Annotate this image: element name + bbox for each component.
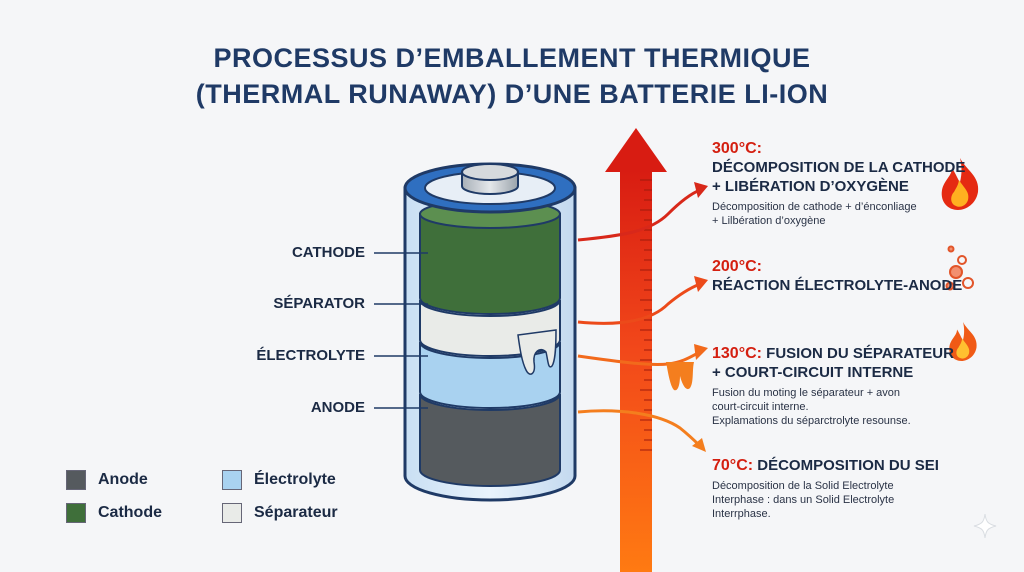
stage-desc-line: Décomposition de cathode + d’énconliage — [712, 201, 917, 213]
electrolyte-label: ÉLECTROLYTE — [256, 347, 365, 364]
arrow-300c — [577, 188, 701, 242]
arrow-200c — [577, 282, 701, 325]
stage-desc-line: Interrphase. — [712, 508, 771, 520]
stage-heading: 130°C: FUSION DU SÉPARATEUR + COURT-CIRC… — [712, 344, 982, 382]
flame-icon — [941, 158, 979, 210]
legend-item-separator: Séparateur — [222, 503, 338, 523]
stage-description: Décomposition de la Solid Electrolyte In… — [712, 479, 982, 521]
separator-drip — [517, 329, 557, 375]
anode-layer — [419, 393, 561, 487]
legend-item-electrolyte: Électrolyte — [222, 470, 336, 490]
anode-label: ANODE — [310, 399, 365, 416]
molten-drip — [666, 362, 694, 391]
legend-swatch-anode — [66, 470, 86, 490]
stage-temp: 200°C: — [712, 258, 762, 275]
legend-item-cathode: Cathode — [66, 503, 162, 523]
stage-heading-line: DÉCOMPOSITION DU SEI — [753, 457, 939, 474]
title-line-2: (THERMAL RUNAWAY) D’UNE BATTERIE LI-ION — [195, 79, 829, 109]
page-title: PROCESSUS D’EMBALLEMENT THERMIQUE (THERM… — [0, 40, 1024, 112]
stage-heading: 70°C: DÉCOMPOSITION DU SEI — [712, 456, 982, 475]
stage-130c: 130°C: FUSION DU SÉPARATEUR + COURT-CIRC… — [712, 344, 982, 428]
stage-temp: 300°C: — [712, 140, 762, 157]
stage-heading: DÉCOMPOSITION DE LA CATHODE + LIBÉRATION… — [712, 158, 982, 196]
temperature-arrow — [605, 128, 667, 572]
legend-label: Anode — [98, 471, 148, 488]
legend-label: Séparateur — [254, 504, 338, 521]
stage-desc-line: Décomposition de la Solid Electrolyte — [712, 480, 894, 492]
cathode-label: CATHODE — [291, 244, 365, 261]
stage-temp: 130°C: — [712, 345, 762, 362]
stage-200c: 200°C: RÉACTION ÉLECTROLYTE-ANODE — [712, 258, 982, 295]
legend-item-anode: Anode — [66, 470, 148, 490]
stage-desc-line: court-circuit interne. — [712, 401, 809, 413]
stage-heading-line: + LIBÉRATION D’OXYGÈNE — [712, 178, 909, 195]
arrow-70c — [577, 409, 702, 448]
stage-temp: 70°C: — [712, 457, 754, 474]
title-line-1: PROCESSUS D’EMBALLEMENT THERMIQUE — [213, 43, 811, 73]
sparkle-icon — [973, 513, 997, 539]
stage-heading-line: DÉCOMPOSITION DE LA CATHODE — [712, 159, 966, 176]
legend-label: Cathode — [98, 504, 162, 521]
legend-label: Électrolyte — [254, 471, 336, 488]
flame-icon — [949, 322, 977, 361]
stage-300c: 300°C: DÉCOMPOSITION DE LA CATHODE + LIB… — [712, 140, 982, 228]
stage-heading: RÉACTION ÉLECTROLYTE-ANODE — [712, 277, 963, 294]
battery-cylinder — [403, 162, 577, 502]
stage-heading-line: + COURT-CIRCUIT INTERNE — [712, 364, 914, 381]
stage-description: Décomposition de cathode + d’énconliage … — [712, 200, 982, 228]
stage-desc-line: + Lilbération d’oxygène — [712, 215, 826, 227]
separator-label: SÉPARATOR — [273, 295, 365, 312]
temperature-ticks — [640, 179, 652, 451]
stage-70c: 70°C: DÉCOMPOSITION DU SEI Décomposition… — [712, 456, 982, 521]
stage-desc-line: Interphase : dans un Solid Electrolyte — [712, 494, 895, 506]
legend-swatch-separator — [222, 503, 242, 523]
legend-swatch-electrolyte — [222, 470, 242, 490]
stage-desc-line: Explamations du séparctrolyte resounse. — [712, 415, 911, 427]
legend-swatch-cathode — [66, 503, 86, 523]
layer-leader-lines — [374, 252, 428, 409]
stage-description: Fusion du moting le séparateur + avon co… — [712, 386, 982, 428]
stage-desc-line: Fusion du moting le séparateur + avon — [712, 387, 901, 399]
bubbles-icon — [945, 245, 974, 291]
stage-heading-line: FUSION DU SÉPARATEUR — [761, 345, 954, 362]
